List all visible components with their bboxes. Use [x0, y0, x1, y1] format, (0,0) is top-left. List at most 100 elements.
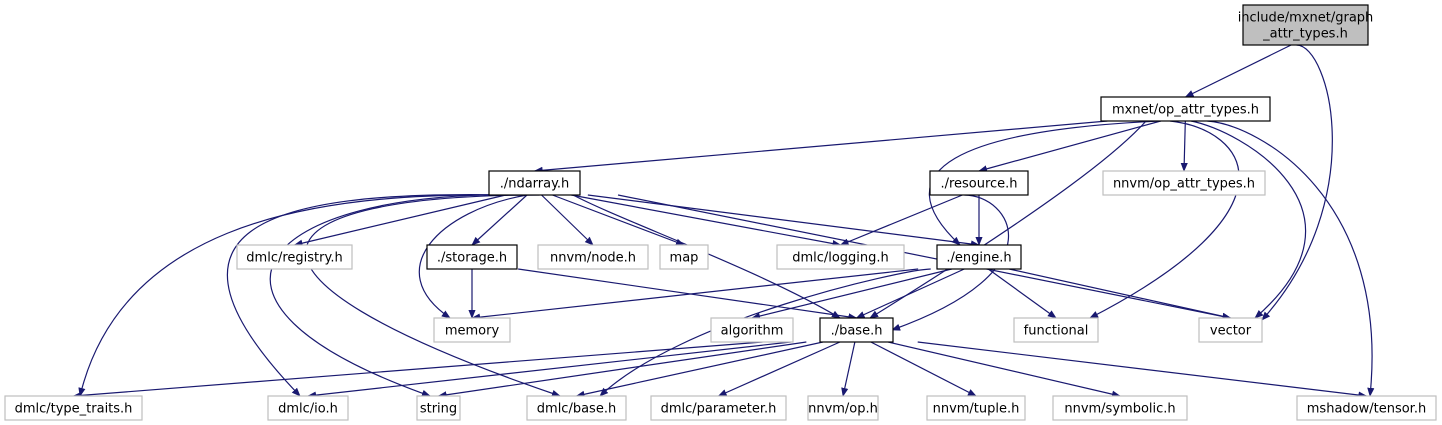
- node-box: [488, 170, 581, 196]
- node-node: nnvm/node.h: [537, 244, 649, 270]
- nodes-layer: include/mxnet/graph_attr_types.h mxnet/op…: [4, 4, 1437, 421]
- edge-engine-to-vector: [1009, 268, 1232, 320]
- node-box: [1013, 317, 1099, 343]
- edge-ndarray-to-engine: [587, 194, 980, 248]
- node-label: dmlc/parameter.h: [661, 402, 777, 417]
- edge-ndarray-to-map: [552, 194, 685, 246]
- node-label: ./storage.h: [437, 251, 507, 266]
- node-label: include/mxnet/graph: [1238, 11, 1374, 26]
- node-box: [1052, 395, 1188, 421]
- node-base[interactable]: ./base.h: [819, 317, 894, 343]
- edge-base-to-string: [437, 341, 807, 399]
- node-box: [433, 317, 511, 343]
- node-label: mshadow/tensor.h: [1307, 402, 1426, 417]
- node-box: [1102, 170, 1266, 196]
- node-box: [776, 244, 905, 270]
- node-label: ./resource.h: [940, 177, 1017, 192]
- node-storage[interactable]: ./storage.h: [426, 244, 518, 270]
- node-label: mxnet/op_attr_types.h: [1112, 103, 1259, 118]
- edge-ndarray-to-type-traits: [78, 194, 480, 397]
- node-box: [426, 244, 518, 270]
- node-label: algorithm: [721, 324, 784, 339]
- node-dmlc-base: dmlc/base.h: [526, 395, 627, 421]
- edge-op-attr-to-vector: [1190, 120, 1307, 319]
- edge-base-to-tuple: [870, 341, 977, 397]
- node-map: map: [659, 244, 709, 270]
- node-label: dmlc/base.h: [537, 402, 616, 417]
- node-label: nnvm/node.h: [550, 251, 636, 266]
- edge-storage-to-base: [518, 268, 858, 321]
- node-box: [807, 395, 879, 421]
- node-engine[interactable]: ./engine.h: [936, 244, 1022, 270]
- node-resource[interactable]: ./resource.h: [929, 170, 1029, 196]
- node-label: dmlc/io.h: [278, 402, 338, 417]
- node-type-traits: dmlc/type_traits.h: [4, 395, 143, 421]
- node-box: [4, 395, 143, 421]
- node-label: _attr_types.h: [1262, 27, 1348, 42]
- node-box: [1198, 317, 1263, 343]
- node-memory: memory: [433, 317, 511, 343]
- node-label: nnvm/op_attr_types.h: [1113, 177, 1255, 192]
- node-box: [819, 317, 894, 343]
- edge-op-attr-to-resource: [978, 120, 1161, 173]
- node-box: [1242, 4, 1369, 46]
- node-box: [236, 244, 353, 270]
- edge-op-attr-to-nnvm-op-attr: [1180, 120, 1188, 172]
- edge-ndarray-to-registry: [293, 194, 506, 247]
- edge-op-attr-to-tensor: [1207, 120, 1375, 397]
- node-symbolic: nnvm/symbolic.h: [1052, 395, 1188, 421]
- edge-ndarray-to-io: [226, 194, 508, 397]
- node-root[interactable]: include/mxnet/graph_attr_types.h: [1238, 4, 1374, 46]
- edge-base-to-dmlc-base: [575, 341, 824, 398]
- node-nnvm-op: nnvm/op.h: [807, 395, 879, 421]
- node-label: nnvm/symbolic.h: [1064, 402, 1175, 417]
- node-box: [1100, 96, 1271, 122]
- edge-ndarray-to-memory: [418, 194, 528, 319]
- edge-engine-to-memory: [471, 268, 919, 321]
- edge-root-to-vector: [1261, 44, 1333, 321]
- node-box: [526, 395, 627, 421]
- edge-op-attr-to-base: [869, 120, 1147, 319]
- node-label: string: [420, 402, 457, 417]
- edge-op-attr-to-engine: [928, 120, 1161, 246]
- node-box: [936, 244, 1022, 270]
- node-label: map: [670, 251, 699, 266]
- node-string: string: [416, 395, 461, 421]
- edge-resource-to-logging: [839, 194, 963, 246]
- edge-ndarray-to-logging: [571, 194, 842, 248]
- node-box: [1296, 395, 1437, 421]
- node-label: dmlc/logging.h: [792, 251, 889, 266]
- edge-root-to-op-attr: [1184, 44, 1292, 98]
- edge-ndarray-to-dmlc-base: [305, 194, 561, 397]
- node-op-attr[interactable]: mxnet/op_attr_types.h: [1100, 96, 1271, 122]
- edge-resource-to-base: [891, 194, 1009, 331]
- edge-base-to-symbolic: [887, 341, 1121, 398]
- node-nnvm-op-attr: nnvm/op_attr_types.h: [1102, 170, 1266, 196]
- node-box: [267, 395, 349, 421]
- edge-base-to-type-traits: [72, 341, 763, 399]
- node-label: ./engine.h: [946, 251, 1011, 266]
- edge-engine-to-algorithm: [751, 268, 952, 320]
- edge-base-to-nnvm-op: [841, 341, 856, 397]
- node-label: ./base.h: [831, 324, 883, 339]
- edge-engine-to-functional: [987, 268, 1057, 319]
- edge-engine-to-base: [855, 268, 965, 319]
- edge-op-attr-to-ndarray: [533, 120, 1108, 174]
- node-logging: dmlc/logging.h: [776, 244, 905, 270]
- node-label: dmlc/registry.h: [246, 251, 342, 266]
- node-box: [537, 244, 649, 270]
- node-tuple: nnvm/tuple.h: [926, 395, 1026, 421]
- node-box: [929, 170, 1029, 196]
- node-box: [926, 395, 1026, 421]
- node-parameter: dmlc/parameter.h: [650, 395, 787, 421]
- node-functional: functional: [1013, 317, 1099, 343]
- edge-ndarray-to-vector: [617, 194, 1232, 320]
- node-label: ./ndarray.h: [500, 177, 570, 192]
- edge-ndarray-to-node: [541, 194, 594, 246]
- node-ndarray[interactable]: ./ndarray.h: [488, 170, 581, 196]
- edge-base-to-parameter: [717, 341, 841, 397]
- node-label: dmlc/type_traits.h: [15, 402, 133, 417]
- node-label: nnvm/tuple.h: [933, 402, 1020, 417]
- node-vector: vector: [1198, 317, 1263, 343]
